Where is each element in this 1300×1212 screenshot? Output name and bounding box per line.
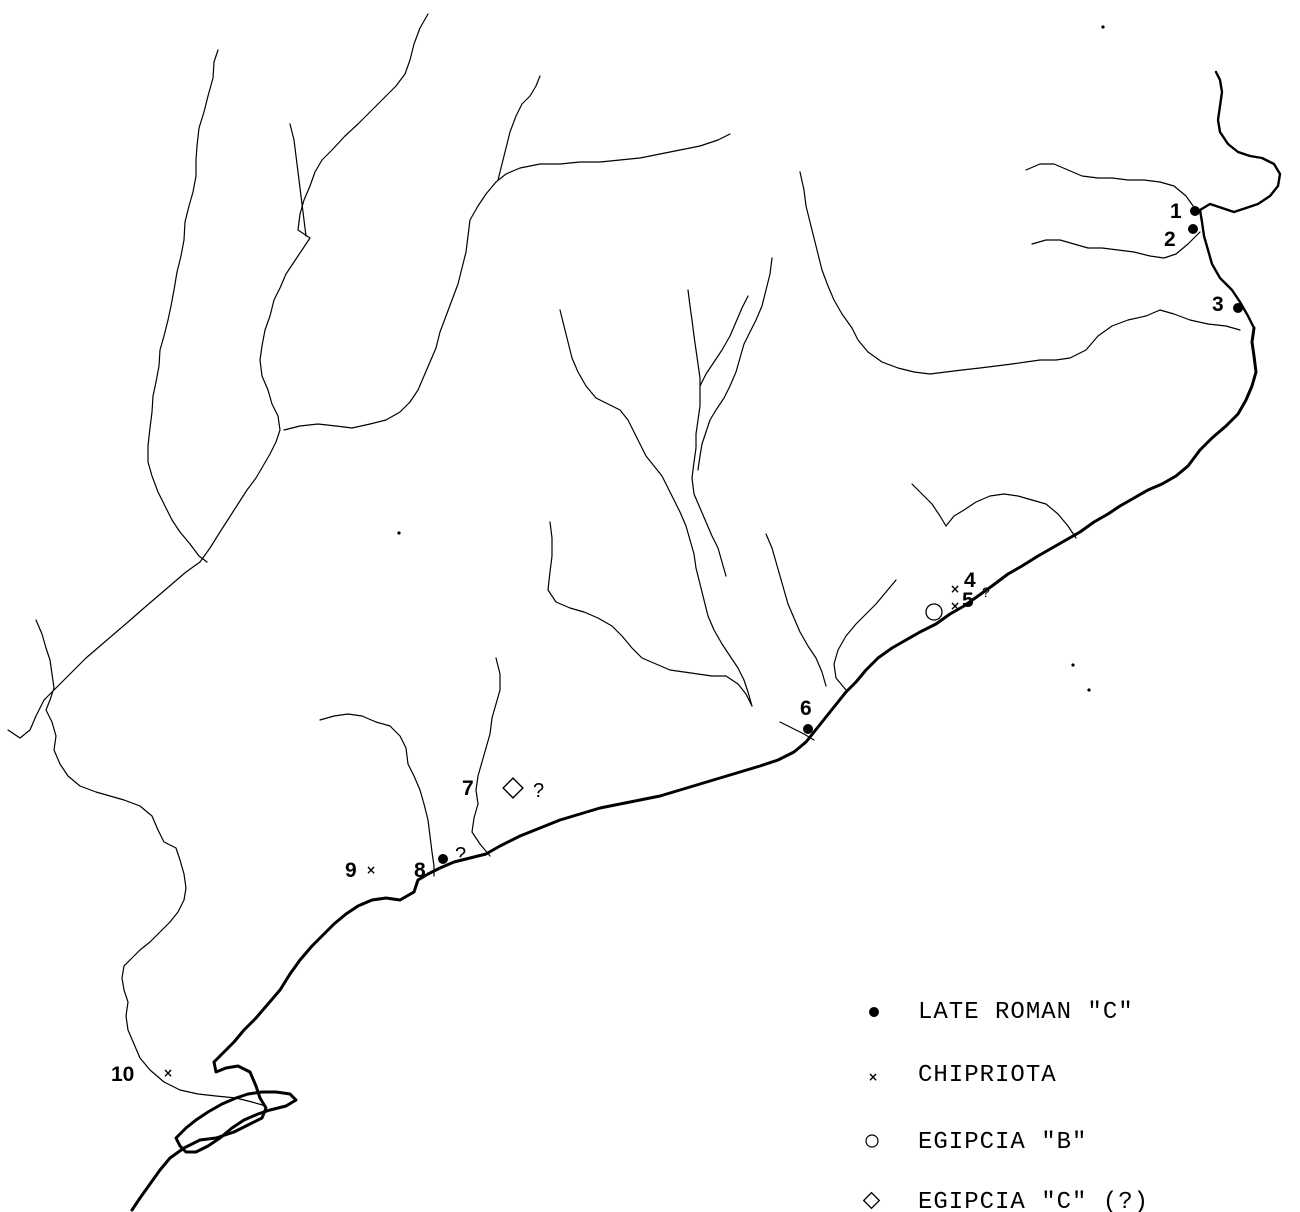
cross-mark-icon: × bbox=[868, 1070, 878, 1084]
cross-mark-icon: × bbox=[950, 582, 960, 596]
stray-dot bbox=[1101, 25, 1105, 29]
site-7[interactable]: 7 ? bbox=[462, 777, 544, 802]
uncertain-mark: ? bbox=[533, 780, 544, 802]
river-west-upper bbox=[289, 123, 307, 237]
late-roman-c-dot bbox=[1233, 303, 1243, 313]
river-6-creek bbox=[765, 533, 827, 687]
open-circle-icon bbox=[925, 603, 943, 621]
legend-item-egipcia-b: EGIPCIA "B" bbox=[865, 1129, 1087, 1156]
river-5-creek bbox=[911, 483, 1077, 539]
site-5[interactable]: 5 × ? bbox=[925, 584, 990, 621]
river-central-west bbox=[547, 521, 753, 707]
river-north-branch bbox=[497, 75, 541, 181]
site-6[interactable]: 6 bbox=[800, 697, 813, 734]
site-label: 8 bbox=[414, 859, 426, 882]
river-2-creek bbox=[1031, 231, 1201, 259]
site-label: 5 bbox=[962, 589, 974, 612]
river-4-creek bbox=[799, 171, 1241, 375]
legend-item-egipcia-c: EGIPCIA "C" (?) bbox=[862, 1189, 1149, 1212]
legend: LATE ROMAN "C" × CHIPRIOTA EGIPCIA "B" E… bbox=[862, 999, 1149, 1212]
stray-dot bbox=[1071, 663, 1075, 667]
open-circle-icon bbox=[865, 1134, 879, 1148]
river-central-east-trib2 bbox=[699, 295, 749, 387]
rivers-central bbox=[547, 163, 1241, 741]
uncertain-mark: ? bbox=[982, 584, 990, 600]
river-7-creek bbox=[471, 657, 501, 857]
stray-dot bbox=[1087, 688, 1091, 692]
river-6-trib bbox=[833, 579, 897, 691]
coast-ebro-delta-spit bbox=[174, 1090, 298, 1154]
river-central-mid bbox=[559, 309, 753, 707]
rivers bbox=[7, 13, 731, 1107]
site-3[interactable]: 3 bbox=[1212, 293, 1243, 316]
river-west-main bbox=[7, 13, 429, 739]
river-central-east bbox=[687, 289, 727, 577]
site-label: 6 bbox=[800, 697, 812, 720]
river-central-east-trib bbox=[697, 257, 773, 471]
legend-label: LATE ROMAN "C" bbox=[918, 999, 1134, 1026]
legend-label: EGIPCIA "C" (?) bbox=[918, 1189, 1149, 1212]
open-diamond-icon bbox=[502, 777, 524, 799]
cross-mark-icon: × bbox=[163, 1066, 173, 1080]
stray-marks bbox=[397, 25, 1105, 692]
legend-item-late-roman-c: LATE ROMAN "C" bbox=[869, 999, 1134, 1026]
site-label: 3 bbox=[1212, 293, 1224, 316]
legend-item-chipriota: × CHIPRIOTA bbox=[868, 1062, 1057, 1089]
site-label: 10 bbox=[111, 1063, 134, 1086]
site-label: 7 bbox=[462, 777, 474, 800]
filled-dot-icon bbox=[869, 1007, 879, 1017]
late-roman-c-dot bbox=[438, 854, 448, 864]
late-roman-c-dot bbox=[1188, 224, 1198, 234]
late-roman-c-dot bbox=[803, 724, 813, 734]
uncertain-mark: ? bbox=[455, 844, 466, 866]
site-label: 4 bbox=[964, 569, 976, 592]
coastline bbox=[130, 70, 1282, 1212]
site-9[interactable]: 9 × bbox=[345, 859, 376, 882]
river-9-creek bbox=[319, 713, 435, 877]
river-3-creek bbox=[1025, 163, 1197, 211]
site-label: 2 bbox=[1164, 228, 1176, 251]
site-8[interactable]: 8 ? bbox=[414, 844, 466, 882]
river-lower-west bbox=[35, 619, 267, 1107]
site-markers: 1 2 3 4 × 5 × ? 6 7 ? bbox=[111, 200, 1243, 1086]
site-4[interactable]: 4 × bbox=[950, 569, 976, 596]
legend-label: CHIPRIOTA bbox=[918, 1062, 1057, 1089]
cross-mark-icon: × bbox=[366, 863, 376, 877]
site-1[interactable]: 1 bbox=[1170, 200, 1200, 223]
coast-line-north bbox=[1198, 70, 1282, 330]
legend-label: EGIPCIA "B" bbox=[918, 1129, 1087, 1156]
river-far-west bbox=[147, 49, 219, 563]
stray-dot bbox=[397, 531, 401, 535]
site-2[interactable]: 2 bbox=[1164, 224, 1198, 251]
site-10[interactable]: 10 × bbox=[111, 1063, 173, 1086]
coast-line-main bbox=[130, 326, 1258, 1212]
late-roman-c-dot bbox=[1190, 206, 1200, 216]
river-west-trib bbox=[283, 133, 731, 431]
cross-mark-icon: × bbox=[950, 599, 960, 613]
open-diamond-icon bbox=[862, 1191, 881, 1210]
site-label: 1 bbox=[1170, 200, 1182, 223]
site-label: 9 bbox=[345, 859, 357, 882]
